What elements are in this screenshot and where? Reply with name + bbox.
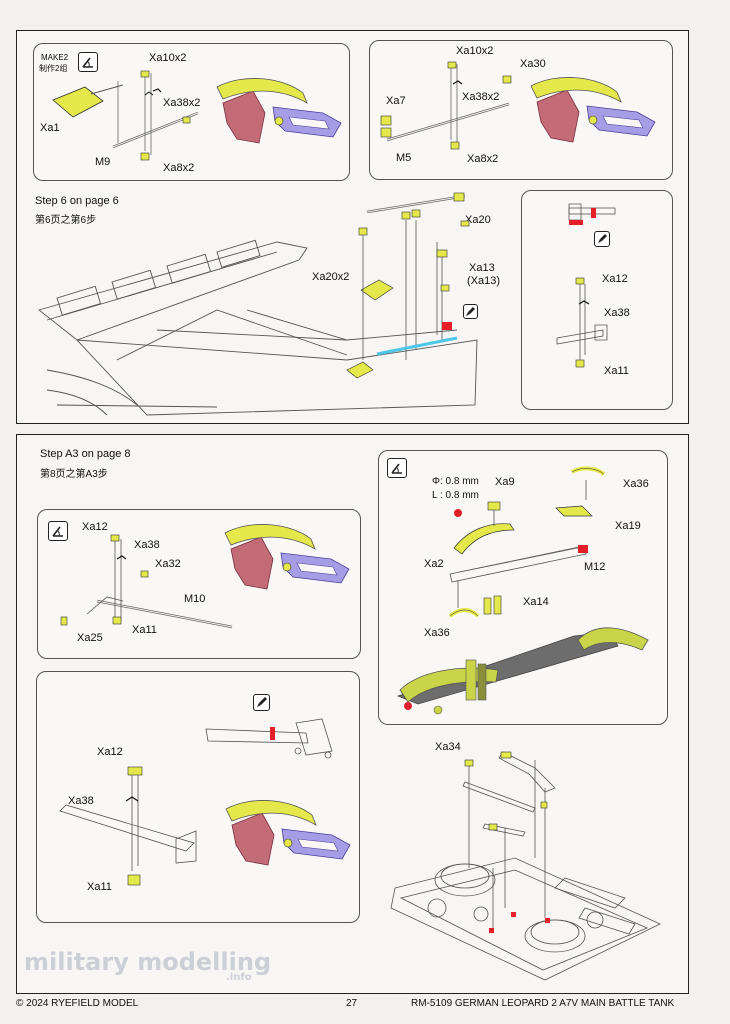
label-xa25: Xa25: [77, 632, 103, 644]
photo-etch-bend-icon-b: [387, 458, 407, 478]
photo-etch-bend-icon-a: [48, 521, 68, 541]
footer-page-number: 27: [346, 998, 358, 1009]
label-m10: M10: [184, 593, 206, 605]
label-xa38-inset: Xa38: [604, 307, 630, 319]
label-m12: M12: [584, 561, 606, 573]
photo-etch-bend-icon: [78, 52, 98, 72]
label-xa12-inset: Xa12: [602, 273, 628, 285]
label-xa8x2-b: Xa8x2: [467, 153, 499, 165]
box1-assembly-drawing: [52, 70, 342, 161]
hull-top-plate-drawing: [390, 751, 661, 981]
box-c-assembly-drawing: [59, 718, 351, 886]
label-xa11-a: Xa11: [132, 624, 157, 636]
label-m9: M9: [95, 156, 111, 168]
watermark-text: military modelling: [24, 948, 272, 976]
axe-mount-box: [37, 509, 361, 659]
label-xa38-a: Xa38: [134, 539, 160, 551]
label-xa2: Xa2: [424, 558, 444, 570]
step-a3-cn: 第8页之第A3步: [40, 469, 108, 480]
label-m5: M5: [396, 152, 412, 164]
label-xa1: Xa1: [40, 122, 60, 134]
label-xa12-c: Xa12: [97, 746, 123, 758]
label-xa38x2-b: Xa38x2: [462, 91, 500, 103]
label-xa8x2: Xa8x2: [163, 162, 195, 174]
label-xa20x2: Xa20x2: [312, 271, 350, 283]
paint-brush-icon: [463, 304, 478, 319]
footer-copyright: © 2024 RYEFIELD MODEL: [16, 998, 139, 1009]
label-diameter: Φ: 0.8 mm: [432, 476, 479, 487]
label-xa34: Xa34: [435, 741, 461, 753]
step-a3-title: Step A3 on page 8: [40, 448, 131, 460]
watermark-sub: .info: [226, 972, 252, 983]
make-cn-label: 制作2组: [39, 64, 68, 73]
step-6-title: Step 6 on page 6: [35, 195, 119, 207]
label-xa13: Xa13: [469, 262, 495, 274]
inset-axe-drawing: [556, 203, 616, 368]
label-xa11-inset: Xa11: [604, 365, 629, 377]
label-xa36-bottom: Xa36: [424, 627, 450, 639]
box-b-assembly-drawing: [396, 466, 649, 715]
label-xa30: Xa30: [520, 58, 546, 70]
box-a-assembly-drawing: [60, 524, 350, 629]
label-xa38-c: Xa38: [68, 795, 94, 807]
paint-brush-icon-c: [253, 694, 270, 711]
label-xa38x2: Xa38x2: [163, 97, 201, 109]
paint-brush-icon-inset: [594, 231, 610, 247]
axe-stow-box: [36, 671, 360, 923]
label-xa10x2: Xa10x2: [149, 52, 187, 64]
label-xa20: Xa20: [465, 214, 491, 226]
label-xa13-alt: (Xa13): [467, 275, 501, 287]
make-label: MAKE2: [41, 53, 69, 62]
label-length: L : 0.8 mm: [432, 490, 479, 501]
label-xa12-a: Xa12: [82, 521, 108, 533]
label-xa7: Xa7: [386, 95, 406, 107]
label-xa11-c: Xa11: [87, 881, 112, 893]
label-xa9: Xa9: [495, 476, 515, 488]
label-xa10x2-b: Xa10x2: [456, 45, 494, 57]
label-xa14: Xa14: [523, 596, 549, 608]
box2-assembly-drawing: [380, 61, 656, 150]
label-xa32-a: Xa32: [155, 558, 181, 570]
label-xa19: Xa19: [615, 520, 641, 532]
footer-product-title: RM-5109 GERMAN LEOPARD 2 A7V MAIN BATTLE…: [411, 998, 675, 1009]
step-6-cn: 第6页之第6步: [35, 215, 97, 226]
hull-rear-deck-drawing: [38, 192, 478, 416]
inset-box-upper: [521, 190, 673, 410]
label-xa36-top: Xa36: [623, 478, 649, 490]
